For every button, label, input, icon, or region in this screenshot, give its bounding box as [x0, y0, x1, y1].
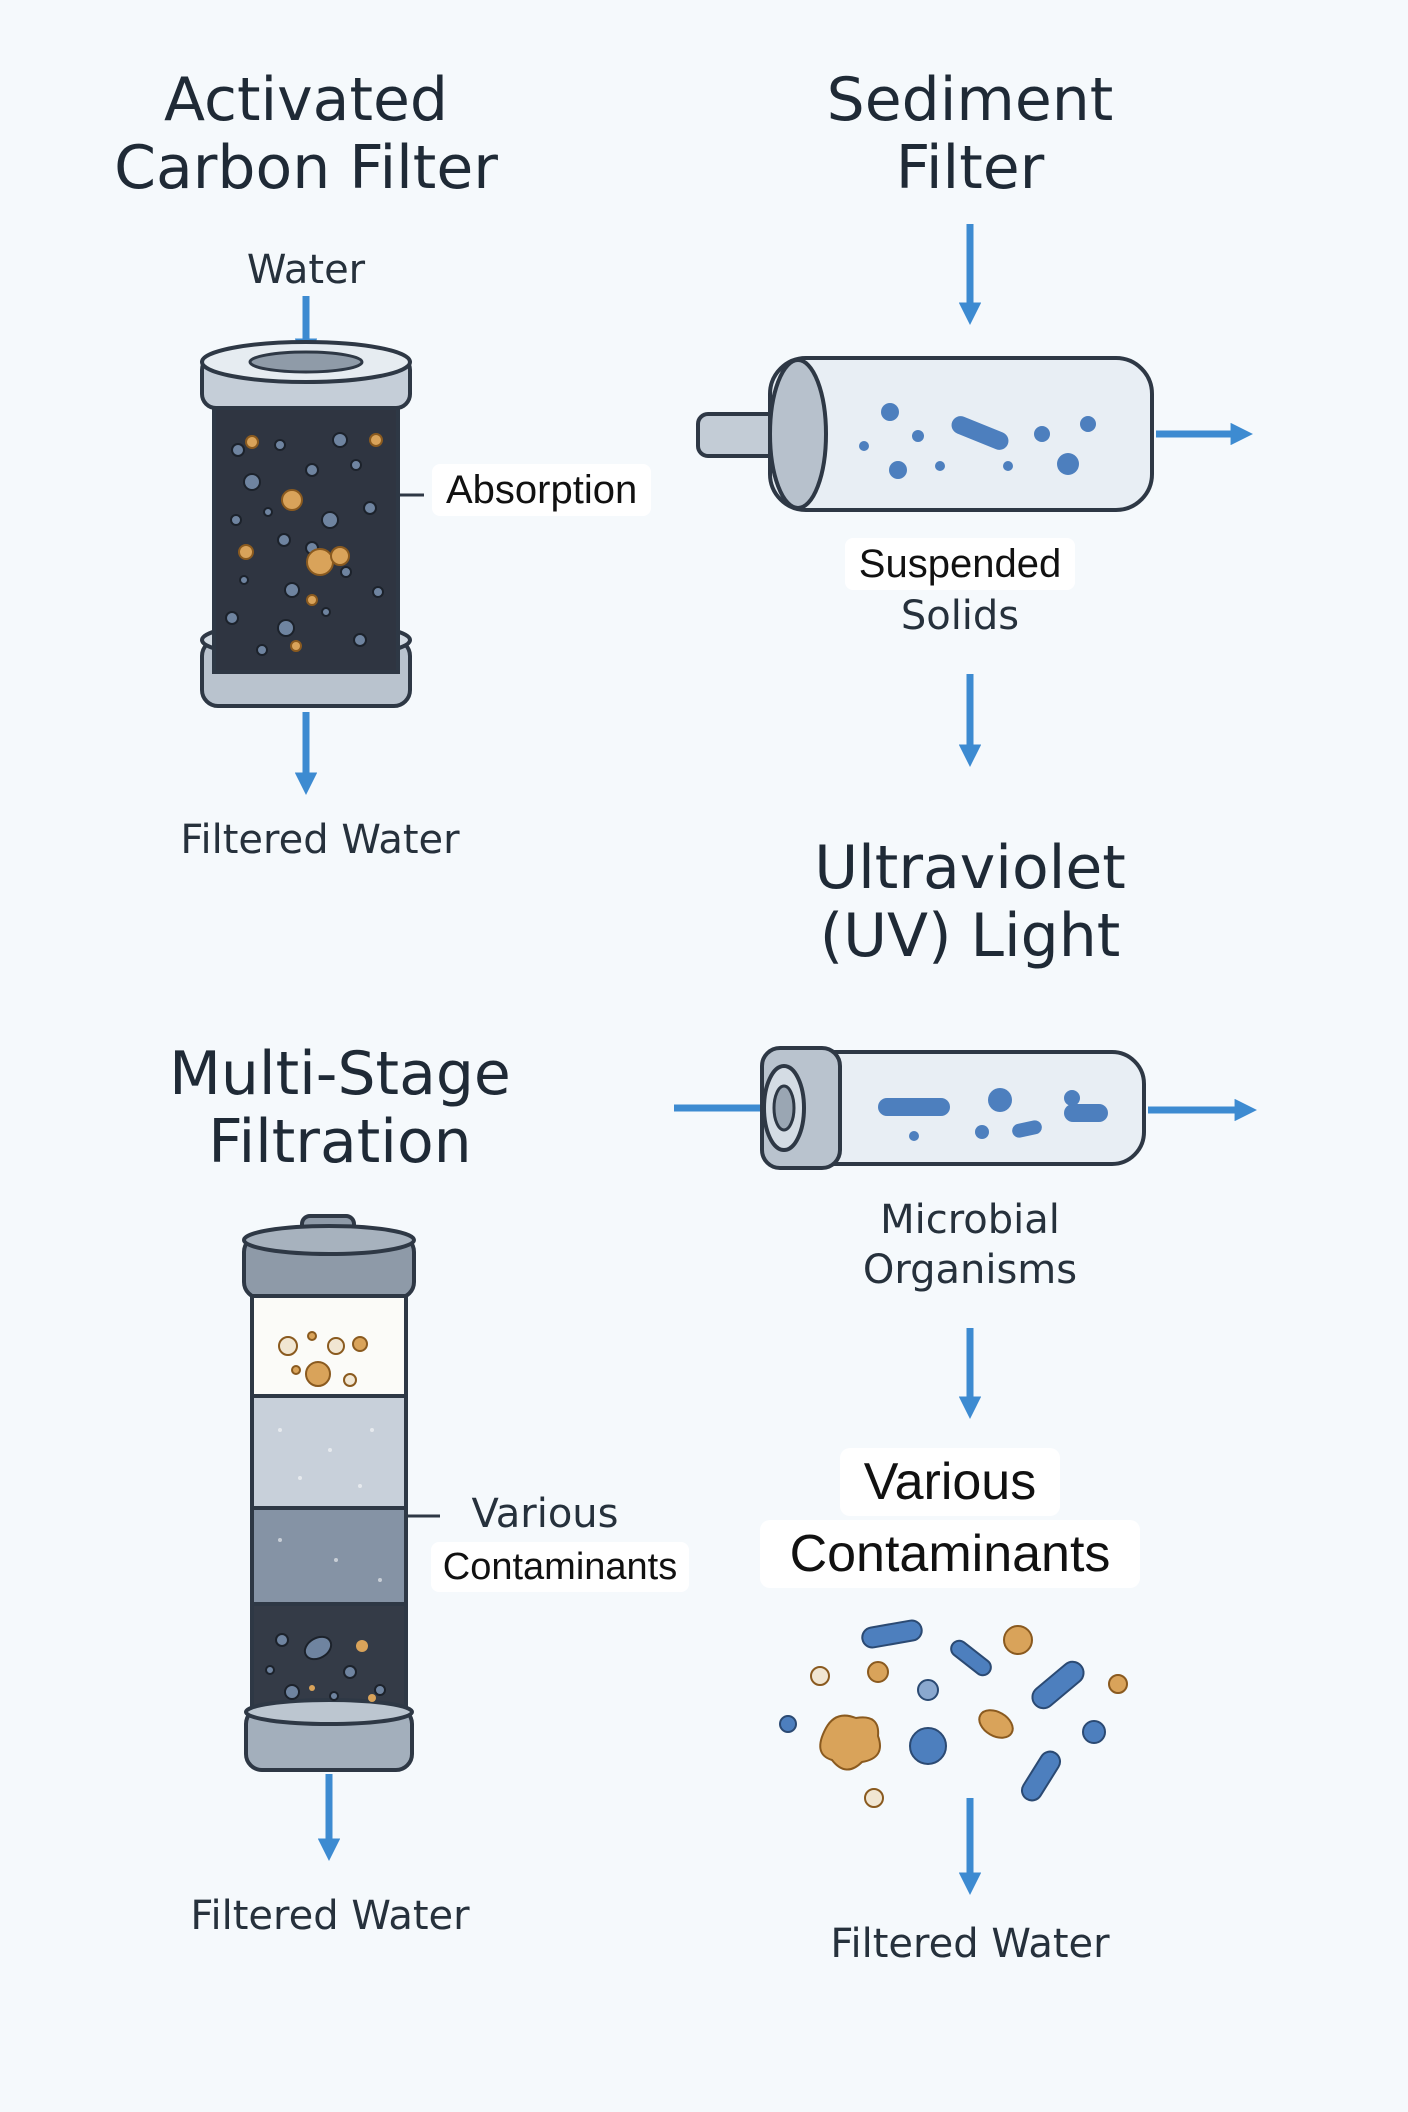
multi-stage-cartridge: [242, 1214, 440, 1772]
carbon-title-line1: Activated: [164, 65, 448, 135]
sediment-filter-cartridge: [696, 356, 1253, 512]
uv-chamber: [674, 1046, 1257, 1170]
multi-contaminants-line2: Contaminants: [430, 1542, 690, 1592]
contaminant-particles: [779, 1619, 1128, 1808]
multi-title-line1: Multi-Stage: [169, 1039, 511, 1109]
uv-contaminants-line1: Various: [839, 1448, 1061, 1516]
carbon-filter-cartridge: [200, 340, 424, 708]
uv-filtered-water-label: Filtered Water: [830, 1921, 1110, 1967]
suspended-solids-callout: Suspended Solids: [810, 538, 1110, 636]
water-input-label: Water: [246, 247, 366, 293]
multi-stage-title: Multi-Stage Filtration: [150, 1044, 530, 1172]
multi-title-line2: Filtration: [208, 1107, 472, 1177]
multi-filtered-water-label: Filtered Water: [190, 1893, 470, 1939]
multi-stage-contaminants-callout: Various Contaminants: [420, 1494, 700, 1592]
carbon-filter-title: Activated Carbon Filter: [100, 70, 512, 198]
sediment-title-line1: Sediment: [826, 65, 1114, 135]
uv-title-line2: (UV) Light: [819, 901, 1121, 971]
microbial-organisms-label: Microbial Organisms: [820, 1200, 1120, 1290]
suspended-line2: Solids: [900, 593, 1020, 639]
sediment-filter-title: Sediment Filter: [770, 70, 1170, 198]
absorption-callout: Absorption: [432, 464, 652, 516]
carbon-filtered-water-label: Filtered Water: [180, 817, 460, 863]
uv-contaminants-line2: Contaminants: [760, 1520, 1140, 1588]
uv-title-line1: Ultraviolet: [814, 833, 1126, 903]
microbial-line2: Organisms: [862, 1247, 1078, 1293]
various-contaminants-heading: Various Contaminants: [760, 1448, 1140, 1588]
uv-light-title: Ultraviolet (UV) Light: [766, 838, 1174, 966]
microbial-line1: Microbial: [880, 1197, 1060, 1243]
multi-contaminants-line1: Various: [471, 1491, 619, 1537]
suspended-line1: Suspended: [844, 538, 1076, 590]
sediment-title-line2: Filter: [895, 133, 1045, 203]
carbon-title-line2: Carbon Filter: [114, 133, 498, 203]
